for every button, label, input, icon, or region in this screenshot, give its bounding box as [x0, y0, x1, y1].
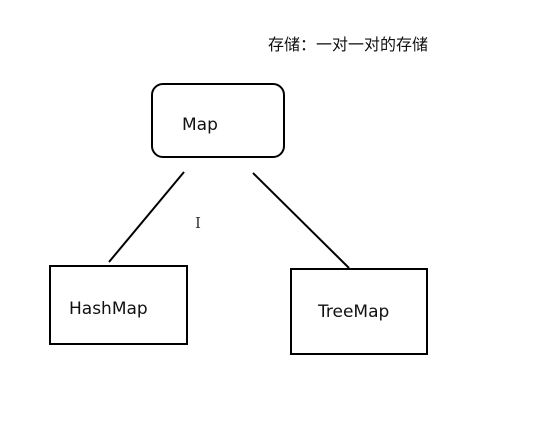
edge-map-hashmap — [108, 171, 185, 263]
edge-map-treemap — [252, 172, 350, 269]
treemap-node: TreeMap — [290, 268, 428, 355]
hashmap-node: HashMap — [49, 265, 188, 345]
map-node: Map — [151, 83, 285, 158]
treemap-node-label: TreeMap — [318, 302, 390, 322]
storage-note: 存储：一对一对的存储 — [268, 35, 429, 54]
map-node-label: Map — [182, 115, 218, 135]
hashmap-node-label: HashMap — [69, 299, 148, 319]
text-cursor-icon: I — [195, 214, 201, 232]
